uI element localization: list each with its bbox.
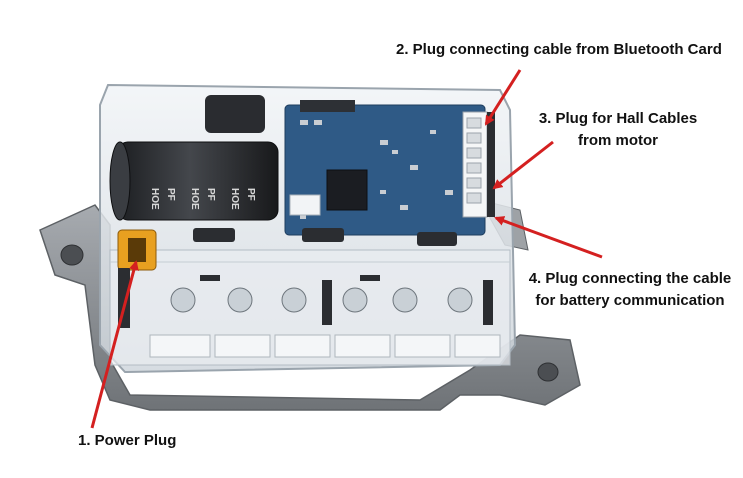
microcontroller-chip — [326, 169, 368, 211]
mosfet-row — [149, 275, 501, 358]
cap-text-1: HOE — [149, 188, 160, 210]
label-hall-line1: 3. Plug for Hall Cables — [538, 110, 698, 127]
label-hall: 3. Plug for Hall Cables from motor — [523, 108, 713, 152]
arrow-power-plug — [90, 260, 139, 429]
arrow-bluetooth — [484, 69, 522, 126]
cap-text-4: PF — [205, 188, 216, 201]
label-battery: 4. Plug connecting the cable for battery… — [522, 268, 738, 312]
label-bluetooth: 2. Plug connecting cable from Bluetooth … — [396, 41, 722, 58]
callout-arrows — [90, 69, 603, 429]
pcb-board — [284, 100, 486, 236]
housing-slots — [193, 228, 457, 246]
label-battery-line1: 4. Plug connecting the cable — [528, 270, 732, 287]
capacitor: HOE PF HOE PF HOE PF — [109, 95, 279, 221]
right-connectors — [462, 111, 495, 218]
label-battery-line2: for battery communication — [535, 292, 725, 309]
arrow-hall — [492, 140, 554, 190]
cap-text-3: HOE — [189, 188, 200, 210]
label-hall-line2: from motor — [578, 132, 658, 149]
cap-text-5: HOE — [229, 188, 240, 210]
arrow-battery — [494, 216, 603, 259]
cap-text-2: PF — [165, 188, 176, 201]
label-power-plug: 1. Power Plug — [78, 432, 177, 449]
cap-text-6: PF — [245, 188, 256, 201]
